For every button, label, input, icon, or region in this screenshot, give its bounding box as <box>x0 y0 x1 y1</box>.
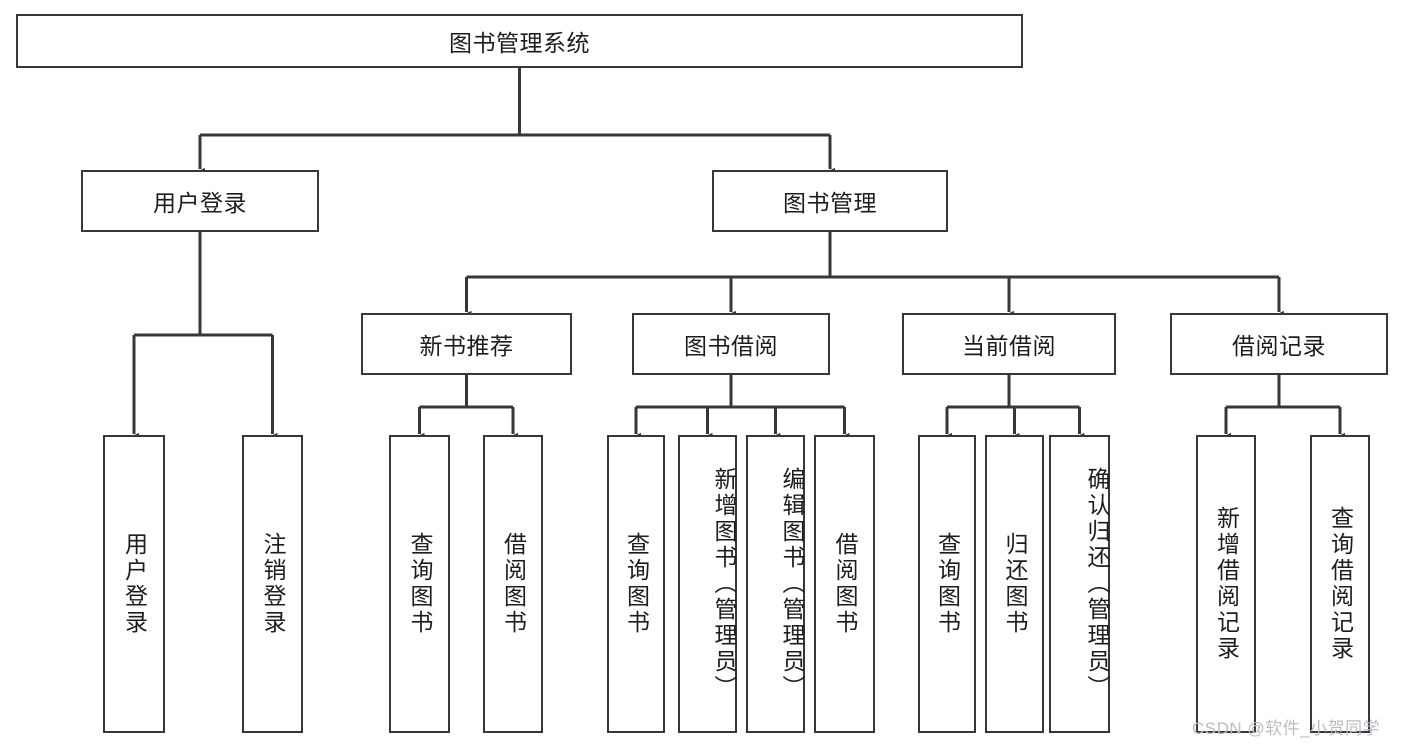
node-label: 确认归还（管理员） <box>1084 467 1110 701</box>
node-label: 查询图书 <box>407 532 433 636</box>
node-label: 图书管理 <box>783 190 877 216</box>
node-label: 归还图书 <box>1002 532 1028 636</box>
node-book-borrow[interactable]: 图书借阅 <box>632 313 830 375</box>
node-label: 图书管理系统 <box>449 30 590 56</box>
node-label: 当前借阅 <box>962 333 1056 359</box>
node-root[interactable]: 图书管理系统 <box>16 14 1023 68</box>
node-label: 用户登录 <box>153 190 247 216</box>
node-label: 用户登录 <box>121 532 148 636</box>
node-leaf-borrow-book-1[interactable]: 借阅图书 <box>483 435 543 733</box>
node-label: 图书借阅 <box>684 333 778 359</box>
node-label: 新书推荐 <box>419 333 514 359</box>
node-leaf-add-record[interactable]: 新增借阅记录 <box>1196 435 1256 733</box>
node-label: 查询图书 <box>623 532 650 636</box>
node-label: 查询借阅记录 <box>1327 506 1354 662</box>
node-label: 新增借阅记录 <box>1213 506 1240 662</box>
csdn-watermark: CSDN @软件_小贺同学 <box>1192 719 1381 738</box>
node-leaf-add-book[interactable]: 新增图书（管理员） <box>678 435 737 733</box>
node-leaf-query-book-3[interactable]: 查询图书 <box>918 435 976 733</box>
node-leaf-user-login[interactable]: 用户登录 <box>103 435 165 733</box>
node-label: 查询图书 <box>934 532 961 636</box>
node-leaf-return-book[interactable]: 归还图书 <box>985 435 1044 733</box>
node-book-manage[interactable]: 图书管理 <box>712 170 948 232</box>
node-label: 编辑图书（管理员） <box>779 467 805 701</box>
node-label: 借阅图书 <box>832 532 858 636</box>
node-label: 新增图书（管理员） <box>711 467 737 701</box>
node-leaf-query-book-2[interactable]: 查询图书 <box>607 435 665 733</box>
node-label: 借阅记录 <box>1232 333 1326 359</box>
node-borrow-record[interactable]: 借阅记录 <box>1170 313 1388 375</box>
node-label: 注销登录 <box>260 532 286 636</box>
node-new-book-rec[interactable]: 新书推荐 <box>361 313 572 375</box>
node-user-login[interactable]: 用户登录 <box>81 170 319 232</box>
node-leaf-confirm-return[interactable]: 确认归还（管理员） <box>1049 435 1110 733</box>
node-leaf-user-logout[interactable]: 注销登录 <box>242 435 303 733</box>
node-leaf-query-record[interactable]: 查询借阅记录 <box>1310 435 1370 733</box>
node-current-borrow[interactable]: 当前借阅 <box>902 313 1116 375</box>
node-leaf-edit-book[interactable]: 编辑图书（管理员） <box>746 435 805 733</box>
node-leaf-query-book-1[interactable]: 查询图书 <box>389 435 450 733</box>
node-label: 借阅图书 <box>500 532 527 636</box>
node-leaf-borrow-book-2[interactable]: 借阅图书 <box>814 435 875 733</box>
